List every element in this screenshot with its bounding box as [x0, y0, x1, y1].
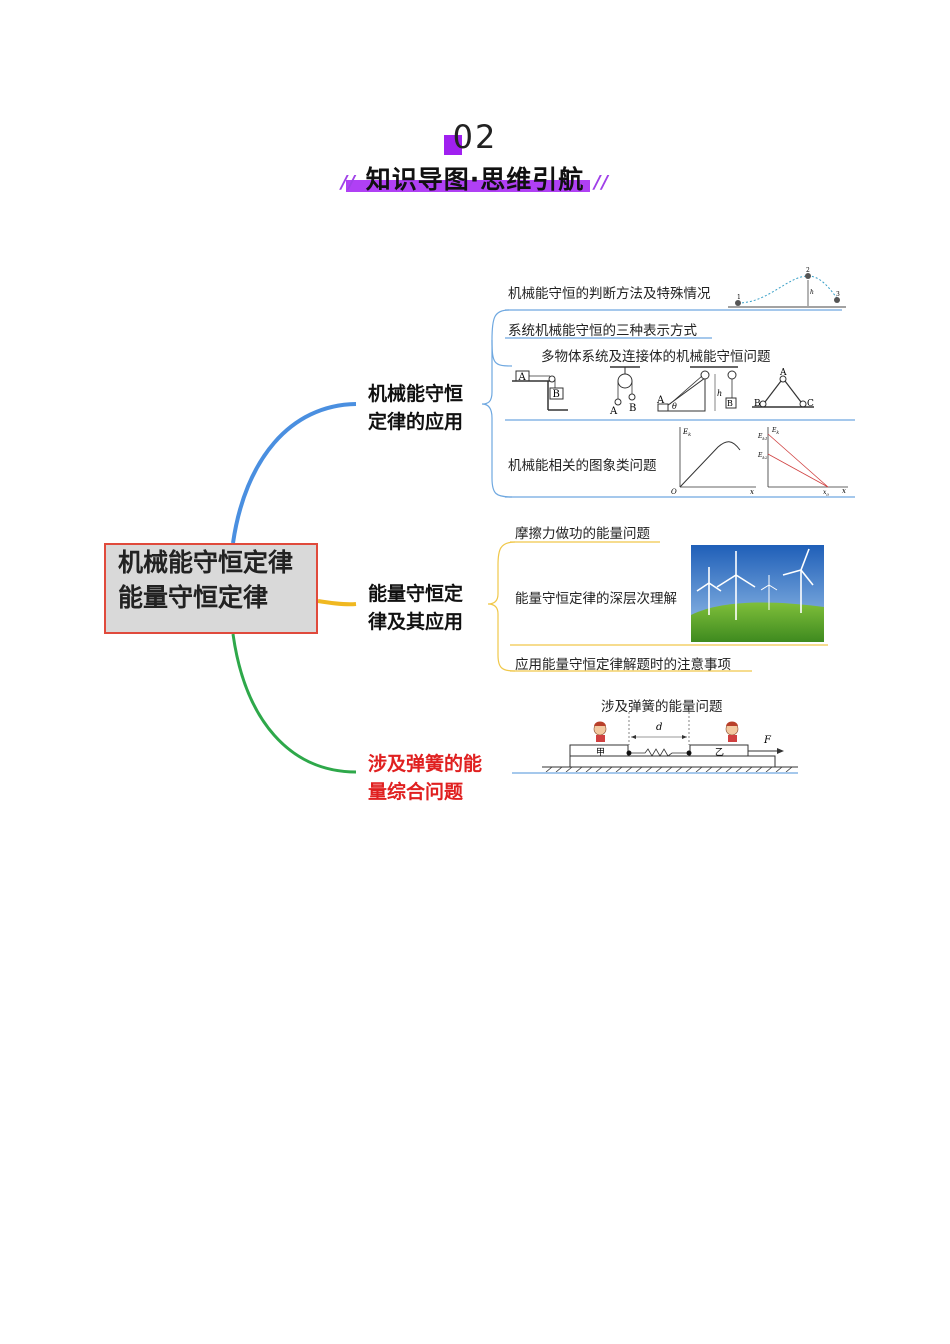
- leaf-b1-graph-problems: 机械能相关的图象类问题: [508, 458, 657, 474]
- block-yi-label: 乙: [715, 747, 724, 758]
- connector-branch-1: [231, 402, 357, 544]
- person-left-icon: [593, 721, 607, 742]
- leaf-b3-spring-energy: 涉及弹簧的能量问题: [601, 699, 723, 715]
- central-topic-line-1: 机械能守恒定律: [118, 548, 294, 577]
- graph2-ek-label: Ek: [771, 427, 779, 436]
- energy-graphs: Ek O x Ek Ek1 Ek2 x0 x: [671, 427, 848, 497]
- brace-branch-1: [481, 309, 513, 498]
- single-pulley-diagram: A B: [609, 366, 640, 417]
- brace-branch-2: [487, 541, 516, 672]
- graph2-ek2-label: Ek2: [757, 452, 768, 460]
- connector-branch-3: [231, 633, 357, 774]
- pulley-a-label: A: [609, 406, 618, 417]
- ek-vs-x-rise-graph: Ek O x: [671, 427, 756, 496]
- incline-theta-label: θ: [672, 402, 677, 411]
- graph1-origin-label: O: [671, 488, 677, 496]
- central-topic-line-2: 能量守恒定律: [118, 583, 269, 612]
- incline-a-label: A: [656, 395, 665, 406]
- ek-vs-x-decline-graph: Ek Ek1 Ek2 x0 x: [757, 427, 848, 497]
- graph1-ek-label: Ek: [682, 428, 691, 438]
- title-slash-right: //: [593, 172, 610, 193]
- wind-turbine-image: [691, 545, 824, 642]
- table-block-a-label: A: [518, 372, 527, 383]
- track-label-h: h: [810, 289, 814, 296]
- branch-1-label: 机械能守恒 定律的应用: [368, 380, 463, 436]
- leaf-b1-three-expressions: 系统机械能守恒的三种表示方式: [508, 323, 697, 339]
- leaf-b2-friction-work: 摩擦力做功的能量问题: [515, 526, 650, 542]
- section-number-highlight: [444, 135, 462, 155]
- leaf-b1-multi-body-systems: 多物体系统及连接体的机械能守恒问题: [541, 349, 771, 365]
- branch-1-label-line-1: 机械能守恒: [368, 383, 464, 405]
- graph1-x-label: x: [750, 488, 754, 496]
- triangle-c-label: C: [807, 399, 814, 409]
- graph2-ek1-label: Ek1: [757, 433, 767, 441]
- branch-3-label-line-2: 量综合问题: [368, 781, 464, 803]
- section-title-text: 知识导图·思维引航: [365, 165, 585, 194]
- incline-diagram: A θ h B: [656, 366, 738, 412]
- track-label-2: 2: [806, 267, 810, 274]
- branch-2-label-line-1: 能量守恒定: [368, 583, 464, 605]
- track-label-3: 3: [836, 291, 840, 298]
- spring-blocks-diagram: 甲 乙 d F: [542, 712, 798, 772]
- leaf-b2-deep-understanding: 能量守恒定律的深层次理解: [515, 591, 677, 607]
- graph2-x-label: x: [842, 487, 846, 495]
- block-jia-label: 甲: [596, 747, 605, 758]
- incline-h-label: h: [717, 389, 722, 398]
- graph2-x0-label: x0: [823, 489, 829, 497]
- triangle-a-label: A: [779, 368, 787, 378]
- branch-3-label-line-1: 涉及弹簧的能: [368, 753, 483, 775]
- spring-d-label: d: [656, 722, 662, 733]
- table-pulley-diagram: A B: [512, 370, 568, 411]
- track-diagram: 1 2 3 h: [728, 267, 846, 308]
- branch-1-label-line-2: 定律的应用: [368, 411, 464, 433]
- section-title: // 知识导图·思维引航 //: [330, 160, 620, 196]
- branch-2-label-line-2: 律及其应用: [368, 611, 464, 633]
- triangle-rods-diagram: A B C: [752, 368, 814, 409]
- connector-branch-2: [317, 599, 357, 607]
- branch-2-label: 能量守恒定 律及其应用: [368, 580, 463, 636]
- leaf-b1-judgment-methods: 机械能守恒的判断方法及特殊情况: [508, 286, 711, 302]
- leaf-b2-precautions: 应用能量守恒定律解题时的注意事项: [515, 657, 731, 673]
- incline-b-label: B: [727, 399, 733, 408]
- section-number: 02: [452, 118, 498, 156]
- track-label-1: 1: [737, 294, 741, 301]
- branch-3-label: 涉及弹簧的能 量综合问题: [368, 750, 482, 806]
- central-topic: 机械能守恒定律 能量守恒定律: [104, 543, 318, 634]
- table-block-b-label: B: [553, 389, 560, 400]
- triangle-b-label: B: [754, 399, 761, 409]
- force-f-label: F: [763, 735, 772, 746]
- title-slash-left: //: [340, 172, 357, 193]
- pulley-b-label: B: [629, 403, 636, 414]
- connected-bodies-diagrams: A B A B A θ h B A: [512, 366, 814, 417]
- section-title-highlight: [346, 180, 590, 192]
- person-right-icon: [725, 721, 739, 742]
